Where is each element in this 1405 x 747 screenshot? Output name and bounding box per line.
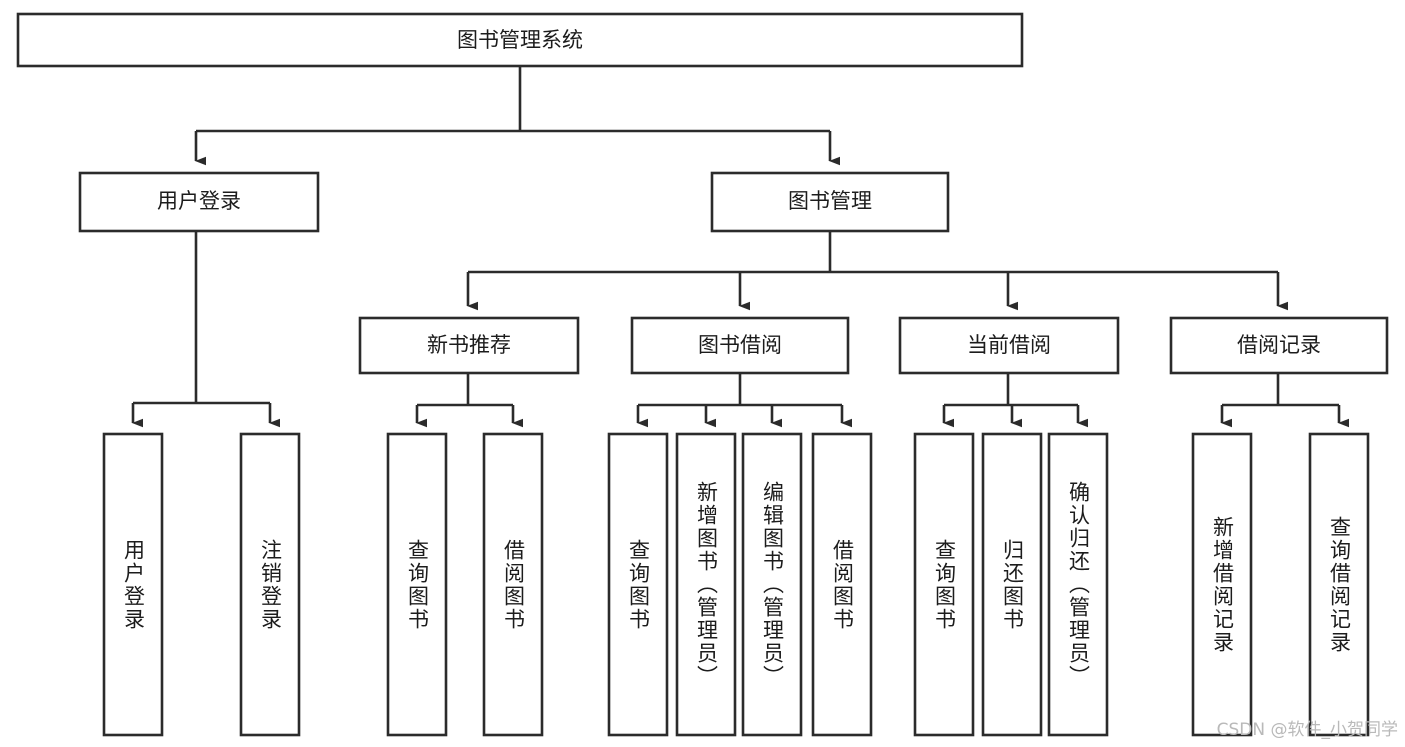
node-layer: 图书管理系统 用户登录 图书管理 新书推荐 图书借阅 当前借阅 借阅记录	[16, 12, 1389, 737]
node-box-leaf-query-book-2[interactable]	[607, 432, 669, 737]
node-label-book-manage: 图书管理	[788, 189, 872, 213]
node-box-leaf-borrow-book-2[interactable]	[811, 432, 873, 737]
node-label-user-login: 用户登录	[157, 189, 241, 213]
node-box-root[interactable]	[16, 12, 1024, 68]
connector-layer	[131, 66, 1349, 428]
node-box-leaf-confirm-return[interactable]	[1047, 432, 1109, 737]
node-box-leaf-logout[interactable]	[239, 432, 301, 737]
node-box-leaf-add-record[interactable]	[1191, 432, 1253, 737]
node-label-new-book-recommend: 新书推荐	[427, 333, 511, 357]
node-label-root: 图书管理系统	[457, 28, 583, 52]
csdn-watermark: CSDN @软件_小贺同学	[1217, 720, 1398, 740]
node-box-book-borrow[interactable]	[630, 316, 850, 375]
node-box-current-borrow[interactable]	[898, 316, 1120, 375]
node-label-current-borrow: 当前借阅	[967, 333, 1051, 357]
node-box-book-manage[interactable]	[710, 171, 950, 233]
node-label-book-borrow: 图书借阅	[698, 333, 782, 357]
node-box-leaf-borrow-book-1[interactable]	[482, 432, 544, 737]
node-box-leaf-query-record[interactable]	[1308, 432, 1370, 737]
node-box-leaf-query-book-3[interactable]	[913, 432, 975, 737]
node-box-leaf-user-login[interactable]	[102, 432, 164, 737]
node-box-leaf-edit-book[interactable]	[741, 432, 803, 737]
node-box-leaf-return-book[interactable]	[981, 432, 1043, 737]
node-box-new-book-recommend[interactable]	[358, 316, 580, 375]
node-box-leaf-query-book-1[interactable]	[386, 432, 448, 737]
node-label-borrow-record: 借阅记录	[1237, 333, 1321, 357]
node-box-borrow-record[interactable]	[1169, 316, 1389, 375]
node-box-leaf-add-book[interactable]	[675, 432, 737, 737]
node-box-user-login[interactable]	[78, 171, 320, 233]
